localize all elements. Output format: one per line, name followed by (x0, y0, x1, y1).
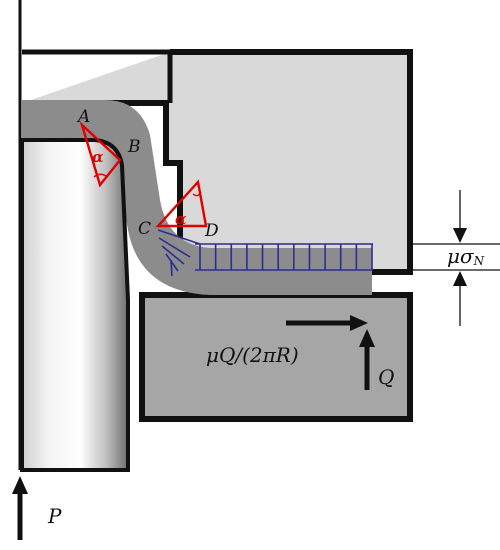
label-alpha-top: α (92, 148, 104, 166)
label-A: A (76, 107, 90, 127)
label-P: P (47, 504, 62, 528)
label-B: B (127, 137, 141, 157)
pressure-distribution (157, 229, 373, 277)
alpha-triangle-bottom (155, 179, 208, 228)
pressure-fan (157, 229, 201, 277)
label-mu-sigma-main: μσ (447, 244, 475, 268)
label-C: C (138, 219, 151, 239)
dimension-arrow-up (453, 271, 467, 286)
label-mu-sigma-subscript: N (473, 254, 485, 268)
punch (20, 138, 130, 472)
q-arrow-head (359, 329, 375, 347)
label-friction-force: μQ/(2πR) (206, 343, 299, 367)
friction-arrow-head (350, 315, 368, 331)
dimension-arrow-down (453, 228, 467, 243)
label-D: D (204, 221, 219, 241)
label-Q: Q (378, 365, 394, 389)
sheet-metal (22, 100, 372, 295)
label-alpha-bottom: α (175, 210, 187, 228)
die (22, 49, 413, 275)
p-arrow-head (12, 476, 28, 494)
pressure-dimension (410, 190, 500, 326)
alpha-triangle-top (79, 121, 122, 188)
label-mu-sigma: μσN (447, 244, 485, 268)
pressure-bars (199, 244, 373, 270)
